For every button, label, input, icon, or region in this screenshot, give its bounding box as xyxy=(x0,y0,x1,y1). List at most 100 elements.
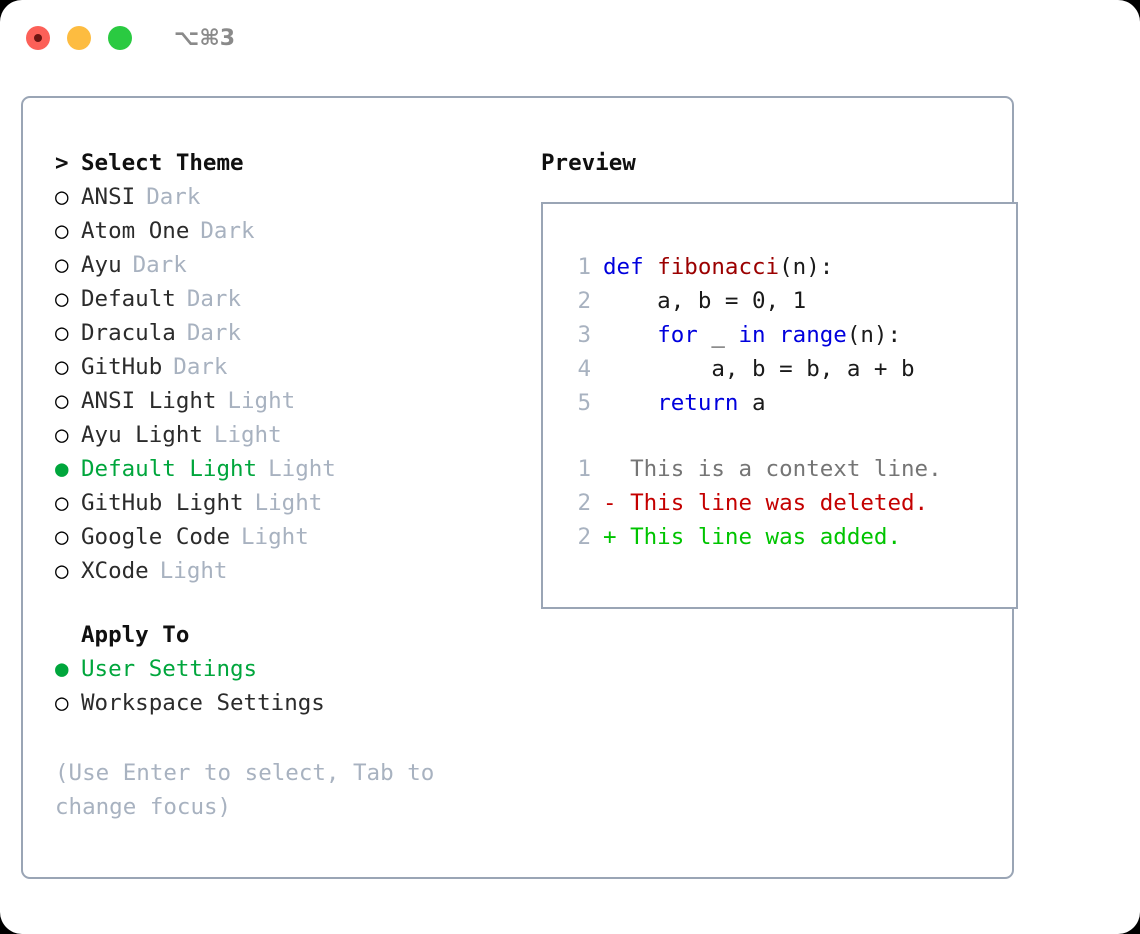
radio-unselected-icon: ○ xyxy=(55,320,69,346)
line-number: 1 xyxy=(577,254,591,280)
maximize-window-button[interactable] xyxy=(108,26,132,50)
code-line: 1 def fibonacci(n): xyxy=(557,250,1016,284)
theme-mode-badge: Dark xyxy=(186,286,242,312)
theme-mode-badge: Light xyxy=(159,558,228,584)
theme-mode-badge: Light xyxy=(213,422,282,448)
theme-list-item[interactable]: ○ Google Code Light xyxy=(55,520,509,554)
diff-line-text: - This line was deleted. xyxy=(603,490,929,516)
line-number: 3 xyxy=(577,322,591,348)
line-number: 2 xyxy=(577,490,591,516)
theme-list-item[interactable]: ○ XCode Light xyxy=(55,554,509,588)
code-token: a, b = 0, 1 xyxy=(603,288,807,314)
theme-name: Google Code xyxy=(81,524,231,550)
theme-list-item[interactable]: ○ GitHub Light Light xyxy=(55,486,509,520)
code-token xyxy=(603,322,657,348)
theme-name: GitHub xyxy=(81,354,163,380)
radio-unselected-icon: ○ xyxy=(55,524,69,550)
code-token: fibonacci xyxy=(657,254,780,280)
theme-name: GitHub Light xyxy=(81,490,244,516)
theme-mode-badge: Light xyxy=(241,524,309,550)
code-diff-spacer xyxy=(557,420,1016,452)
close-icon xyxy=(34,34,42,42)
theme-name: ANSI xyxy=(81,184,136,210)
line-number: 4 xyxy=(577,356,591,382)
apply-to-label: Apply To xyxy=(81,622,190,648)
theme-name: Atom One xyxy=(81,218,190,244)
diff-line: 1 This is a context line. xyxy=(557,452,1016,486)
theme-name: XCode xyxy=(81,558,149,584)
theme-name: Ayu xyxy=(81,252,122,278)
theme-mode-badge: Dark xyxy=(200,218,255,244)
radio-unselected-icon: ○ xyxy=(55,422,69,448)
code-token: (n): xyxy=(846,322,902,348)
theme-list-item[interactable]: ○ Atom One Dark xyxy=(55,214,509,248)
theme-name: Default Light xyxy=(81,456,258,482)
diff-line-text: This is a context line. xyxy=(603,456,942,482)
title-bar: ⌥⌘3 xyxy=(0,0,1140,76)
theme-list-item[interactable]: ○ Ayu Light Light xyxy=(55,418,509,452)
code-token: def xyxy=(603,254,658,280)
apply-to-item[interactable]: ○Workspace Settings xyxy=(55,686,509,720)
diff-line-text: + This line was added. xyxy=(603,524,902,550)
preview-title: Preview xyxy=(541,150,636,176)
theme-mode-badge: Light xyxy=(227,388,296,414)
keyboard-shortcut-label: ⌥⌘3 xyxy=(174,25,236,51)
code-token xyxy=(766,322,780,348)
diff-line: 2 + This line was added. xyxy=(557,520,1016,554)
diff-sample: 1 This is a context line. 2 - This line wa… xyxy=(557,452,1016,554)
close-window-button[interactable] xyxy=(26,26,50,50)
radio-unselected-icon: ○ xyxy=(55,286,69,312)
radio-unselected-icon: ○ xyxy=(55,690,69,716)
apply-to-item-label: User Settings xyxy=(81,656,258,682)
theme-name: ANSI Light xyxy=(81,388,217,414)
apply-to-list: ● User Settings ○Workspace Settings xyxy=(55,652,509,720)
keyboard-hint-text: (Use Enter to select, Tab to change focu… xyxy=(55,760,435,820)
apply-to-item[interactable]: ● User Settings xyxy=(55,652,509,686)
code-line: 2 a, b = 0, 1 xyxy=(557,284,1016,318)
line-number: 1 xyxy=(577,456,591,482)
code-token: in xyxy=(738,322,766,348)
radio-unselected-icon: ○ xyxy=(55,558,69,584)
minimize-window-button[interactable] xyxy=(67,26,91,50)
section-spacer xyxy=(55,588,509,618)
code-token xyxy=(603,390,657,416)
theme-mode-badge: Light xyxy=(268,456,336,482)
code-token: a xyxy=(738,390,766,416)
line-number: 2 xyxy=(577,524,591,550)
radio-unselected-icon: ○ xyxy=(55,218,69,244)
radio-unselected-icon: ○ xyxy=(55,252,69,278)
code-token: for xyxy=(657,322,698,348)
line-number: 2 xyxy=(577,288,591,314)
apply-to-header: Apply To xyxy=(55,618,509,652)
theme-name: Ayu Light xyxy=(81,422,203,448)
radio-selected-icon: ● xyxy=(55,656,69,682)
theme-list-item[interactable]: ● Default Light Light xyxy=(55,452,509,486)
radio-unselected-icon: ○ xyxy=(55,490,69,516)
traffic-lights xyxy=(26,26,132,50)
code-token: return xyxy=(657,390,739,416)
diff-line: 2 - This line was deleted. xyxy=(557,486,1016,520)
code-token: (n): xyxy=(779,254,834,280)
code-token: _ xyxy=(697,322,739,348)
prompt-caret-icon: > xyxy=(55,150,69,176)
code-line: 4 a, b = b, a + b xyxy=(557,352,1016,386)
code-token: a, b = b, a + b xyxy=(603,356,915,382)
code-line: 3 for _ in range(n): xyxy=(557,318,1016,352)
theme-mode-badge: Light xyxy=(254,490,323,516)
line-number: 5 xyxy=(577,390,591,416)
theme-mode-badge: Dark xyxy=(186,320,242,346)
radio-selected-icon: ● xyxy=(55,456,69,482)
radio-unselected-icon: ○ xyxy=(55,354,69,380)
